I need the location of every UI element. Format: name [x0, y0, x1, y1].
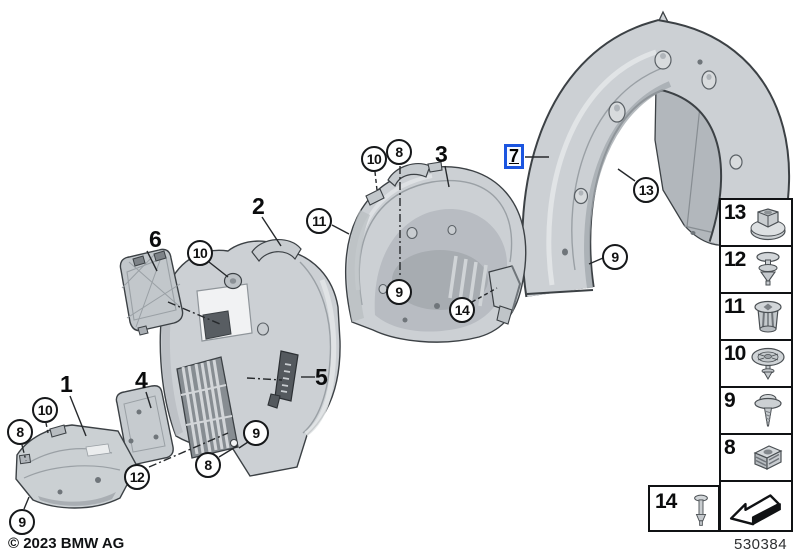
callout-9[interactable]: 9 [602, 244, 628, 270]
part-label-6[interactable]: 6 [149, 226, 162, 252]
legend-row-8[interactable]: 8 [721, 435, 791, 482]
legend-row-11[interactable]: 11 [721, 294, 791, 341]
part-label-4[interactable]: 4 [135, 367, 148, 393]
drawing-number: 530384 [734, 536, 788, 553]
callout-8[interactable]: 8 [386, 139, 412, 165]
legend-number: 9 [724, 389, 736, 412]
self-tapping-screw-icon [754, 393, 782, 426]
legend-number: 13 [724, 201, 746, 224]
legend-row-12[interactable]: 12 [721, 247, 791, 294]
callout-10[interactable]: 10 [32, 397, 58, 423]
legend-number: 11 [724, 295, 745, 318]
part-label-7-selected[interactable]: 7 [504, 144, 524, 169]
part-label-5[interactable]: 5 [315, 364, 328, 390]
part-5-bracket[interactable] [267, 350, 299, 409]
legend-number: 12 [724, 248, 746, 271]
legend-row-14[interactable]: 14 [648, 485, 720, 532]
callout-8[interactable]: 8 [7, 419, 33, 445]
callout-8[interactable]: 8 [195, 452, 221, 478]
callout-9[interactable]: 9 [9, 509, 35, 535]
part-2-front-liner-front-section[interactable] [159, 239, 341, 477]
callout-13[interactable]: 13 [633, 177, 659, 203]
callout-10[interactable]: 10 [187, 240, 213, 266]
expanding-nut-icon [754, 300, 782, 332]
plastic-nut-icon [750, 207, 786, 240]
fastener-legend-table: 13 12 11 [719, 198, 793, 532]
expanding-rivet-icon [756, 251, 780, 285]
part-6-access-cover[interactable] [119, 248, 184, 336]
callout-11[interactable]: 11 [306, 208, 332, 234]
legend-number: 14 [655, 490, 677, 513]
part-7-wheel-arch-liner-rear[interactable] [521, 10, 790, 298]
callout-12[interactable]: 12 [124, 464, 150, 490]
part-3-lower-bracket[interactable] [488, 265, 522, 325]
blind-rivet-icon [694, 494, 708, 526]
retaining-clip-icon [751, 347, 785, 380]
copyright-notice: © 2023 BMW AG [8, 535, 125, 552]
direction-arrow-icon [729, 494, 781, 526]
callout-10[interactable]: 10 [361, 146, 387, 172]
callout-9[interactable]: 9 [386, 279, 412, 305]
cage-nut-icon [753, 444, 783, 470]
legend-number: 8 [724, 436, 736, 459]
legend-number: 10 [724, 342, 746, 365]
direction-arrow-cell [721, 482, 791, 530]
part-1-corner-cover[interactable] [15, 424, 138, 509]
callout-9[interactable]: 9 [243, 420, 269, 446]
legend-row-13[interactable]: 13 [721, 200, 791, 247]
part-label-3[interactable]: 3 [435, 141, 448, 167]
leader-lines [21, 156, 636, 510]
callout-14[interactable]: 14 [449, 297, 475, 323]
part-label-2[interactable]: 2 [252, 193, 265, 219]
legend-row-9[interactable]: 9 [721, 388, 791, 435]
part-label-1[interactable]: 1 [60, 371, 73, 397]
legend-row-10[interactable]: 10 [721, 341, 791, 388]
